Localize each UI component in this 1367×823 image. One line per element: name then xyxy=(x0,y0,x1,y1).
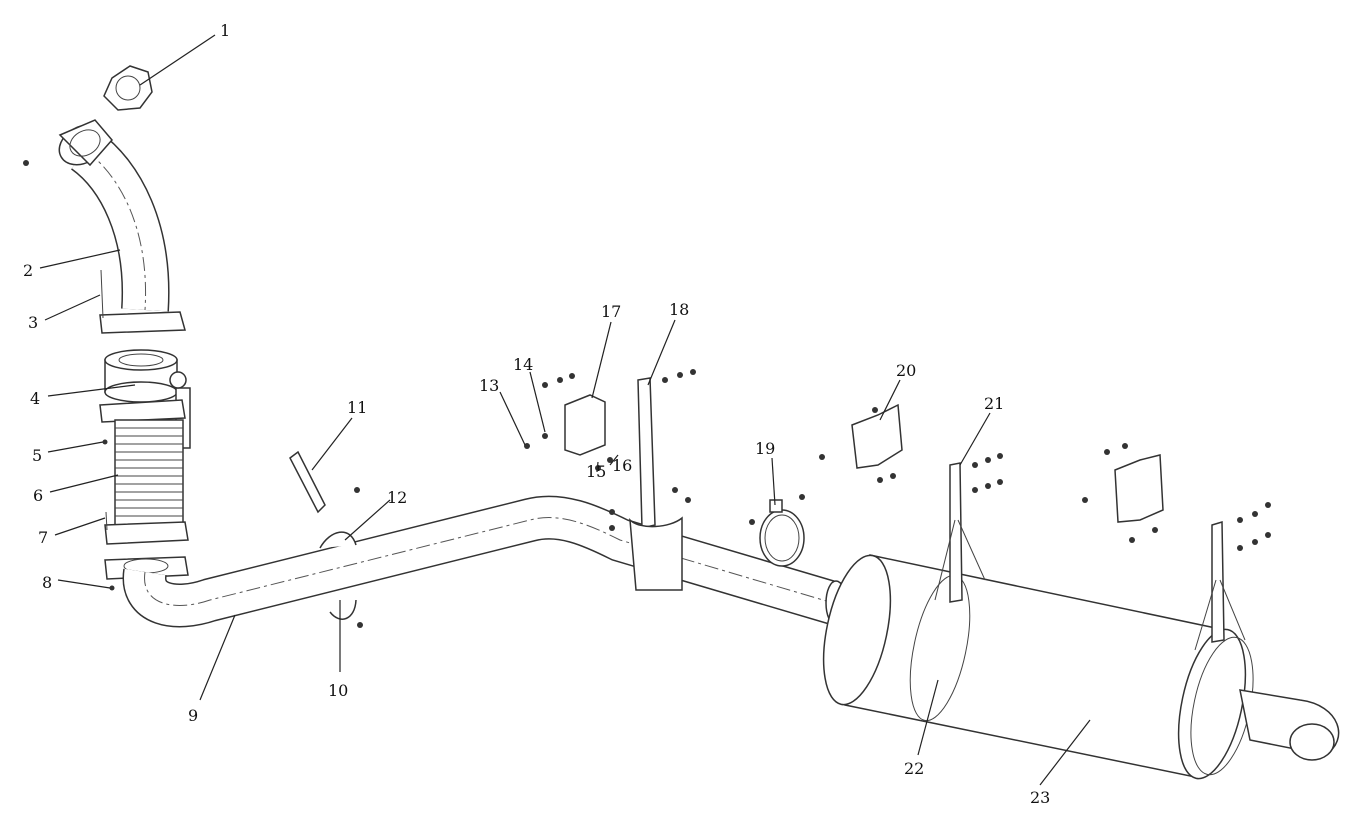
callout-15: 15 xyxy=(586,462,606,481)
callout-8: 8 xyxy=(42,573,52,592)
callout-3: 3 xyxy=(28,313,38,332)
bracket-unlabeled xyxy=(1082,443,1164,543)
flange-gasket-part-1 xyxy=(103,65,153,111)
main-exhaust-pipe-part-9 xyxy=(122,495,847,628)
callout-11: 11 xyxy=(347,398,367,417)
callout-6: 6 xyxy=(33,486,43,505)
callout-19: 19 xyxy=(755,439,775,458)
callout-1: 1 xyxy=(220,21,230,40)
callout-23: 23 xyxy=(1030,788,1050,807)
callout-20: 20 xyxy=(896,361,916,380)
callout-14: 14 xyxy=(513,355,533,374)
callout-16: 16 xyxy=(612,456,632,475)
callout-10: 10 xyxy=(328,681,348,700)
bracket-part-17 xyxy=(524,373,613,471)
callout-4: 4 xyxy=(30,389,40,408)
clamp-part-19 xyxy=(749,494,805,567)
muffler-part-23 xyxy=(822,453,1340,780)
bracket-part-20 xyxy=(819,403,903,483)
leader-lines xyxy=(39,34,1091,786)
callout-9: 9 xyxy=(188,706,198,725)
clamp-part-10-12 xyxy=(319,487,363,628)
upper-flange xyxy=(99,311,186,334)
callout-13: 13 xyxy=(479,376,499,395)
bracket-part-11 xyxy=(289,450,326,514)
callout-22: 22 xyxy=(904,759,924,778)
callout-18: 18 xyxy=(669,300,689,319)
elbow-pipe-part-2 xyxy=(23,119,170,312)
callout-2: 2 xyxy=(23,261,33,280)
callout-12: 12 xyxy=(387,488,407,507)
callout-labels: 1 2 3 4 5 6 7 8 9 10 11 12 13 14 15 16 1… xyxy=(23,21,1050,807)
callout-7: 7 xyxy=(38,528,48,547)
exhaust-brake-valve-part-4 xyxy=(99,349,191,449)
callout-5: 5 xyxy=(32,446,42,465)
bracket-part-18 xyxy=(609,369,696,591)
stud-part-3 xyxy=(100,269,104,319)
callout-21: 21 xyxy=(984,394,1004,413)
callout-17: 17 xyxy=(601,302,621,321)
bellows-part-6 xyxy=(104,419,189,591)
